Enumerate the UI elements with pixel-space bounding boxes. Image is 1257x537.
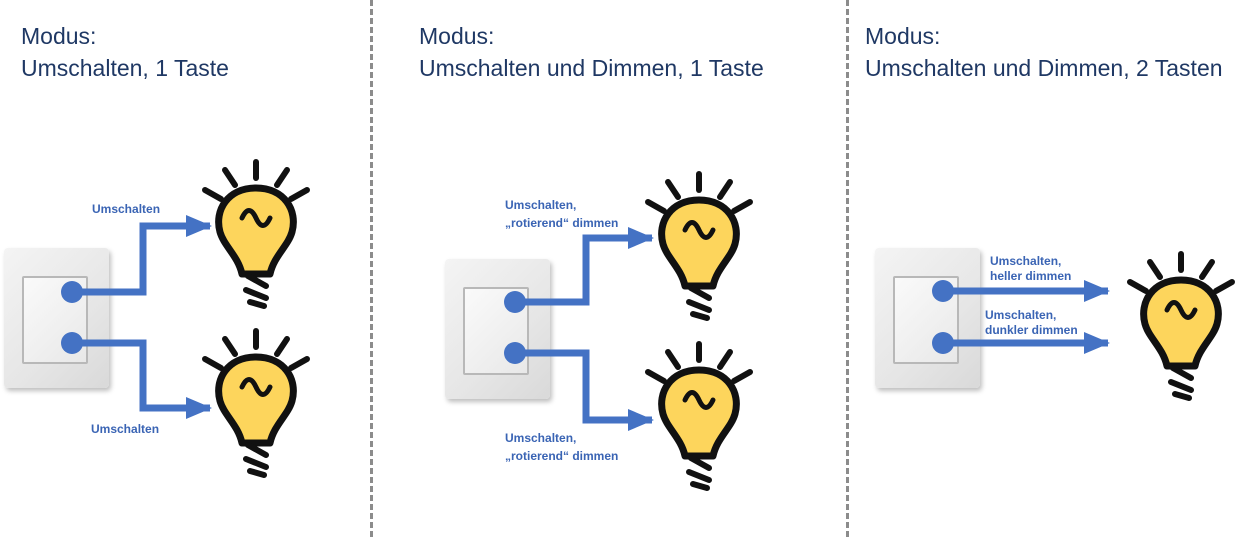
switch-contact-dot bbox=[504, 291, 526, 313]
panel-1-label-bottom: Umschalten bbox=[91, 422, 160, 436]
panel-2-title-line2: Umschalten und Dimmen, 1 Taste bbox=[419, 55, 764, 81]
panel-3-label-bottom: Umschalten, dunkler dimmen bbox=[985, 308, 1078, 338]
panel-1-label-top: Umschalten bbox=[92, 202, 161, 216]
panel-2-label-bottom-line1: Umschalten, bbox=[505, 431, 577, 445]
panel-3-label-top: Umschalten, heller dimmen bbox=[990, 254, 1071, 284]
panel-3-title-line2: Umschalten und Dimmen, 2 Tasten bbox=[865, 55, 1223, 81]
panel-3-label-bottom-line2: dunkler dimmen bbox=[985, 323, 1078, 337]
switch-contact-dot bbox=[932, 280, 954, 302]
panel-2-label-bottom: Umschalten, „rotierend“ dimmen bbox=[505, 431, 618, 464]
panel-1-title-line2: Umschalten, 1 Taste bbox=[21, 55, 229, 81]
switch-contact-dot bbox=[61, 332, 83, 354]
light-bulb-icon bbox=[1130, 254, 1232, 398]
panel-2-title: Modus: Umschalten und Dimmen, 1 Taste bbox=[419, 20, 764, 84]
light-bulb-icon bbox=[648, 174, 750, 318]
panel-divider-left bbox=[370, 0, 373, 537]
wall-switch-icon bbox=[445, 259, 550, 399]
arrow-bottom bbox=[515, 349, 654, 431]
panel-2-label-bottom-line2: „rotierend“ dimmen bbox=[505, 449, 619, 463]
panel-2-label-top-line1: Umschalten, bbox=[505, 198, 577, 212]
panel-1-title-line1: Modus: bbox=[21, 23, 97, 49]
switch-contact-dot bbox=[61, 281, 83, 303]
arrow-top bbox=[72, 215, 212, 296]
panel-3-title: Modus: Umschalten und Dimmen, 2 Tasten bbox=[865, 20, 1223, 84]
panel-2-title-line1: Modus: bbox=[419, 23, 495, 49]
panel-1-title: Modus: Umschalten, 1 Taste bbox=[21, 20, 229, 84]
light-bulb-icon bbox=[205, 162, 307, 306]
switch-contact-dot bbox=[932, 332, 954, 354]
panel-3-label-top-line2: heller dimmen bbox=[990, 269, 1072, 283]
panel-3-title-line1: Modus: bbox=[865, 23, 941, 49]
panel-3-label-top-line1: Umschalten, bbox=[990, 254, 1062, 268]
switch-contact-dot bbox=[504, 342, 526, 364]
arrow-top bbox=[515, 227, 654, 306]
panel-3-label-bottom-line1: Umschalten, bbox=[985, 308, 1057, 322]
panel-divider-right bbox=[846, 0, 849, 537]
panel-2-label-top: Umschalten, „rotierend“ dimmen bbox=[505, 198, 618, 231]
light-bulb-icon bbox=[205, 331, 307, 475]
panel-2-label-top-line2: „rotierend“ dimmen bbox=[505, 216, 619, 230]
arrow-bottom bbox=[72, 339, 212, 419]
light-bulb-icon bbox=[648, 344, 750, 488]
